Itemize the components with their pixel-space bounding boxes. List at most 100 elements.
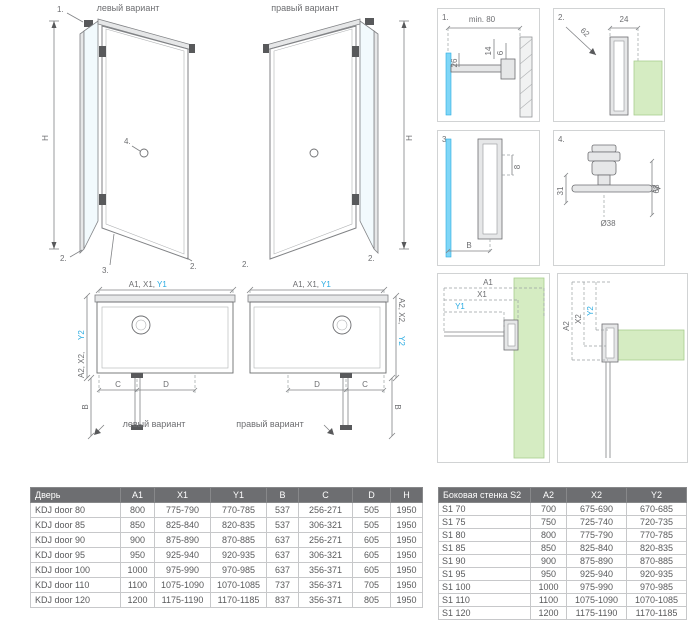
table-cell: 537 <box>266 502 299 518</box>
table-cell: 675-690 <box>566 502 627 516</box>
column-header: H <box>390 487 423 503</box>
column-header: Дверь <box>30 487 121 503</box>
detail-2-drawing: 2. 62 24 <box>558 13 663 116</box>
dim-38: Ø38 <box>600 219 616 228</box>
table-cell: 820-835 <box>210 517 267 533</box>
table-cell: S1 120 <box>438 606 531 620</box>
corner-y1-label: Y1 <box>455 302 465 311</box>
table-cell: 950 <box>120 547 155 563</box>
column-header: B <box>266 487 299 503</box>
table-cell: 970-985 <box>210 562 267 578</box>
dim-B: B <box>466 241 471 250</box>
table-cell: 256-271 <box>298 532 353 548</box>
table-cell: 1170-1185 <box>626 606 687 620</box>
table-cell: 925-940 <box>154 547 211 563</box>
detail-3-number: 3. <box>442 135 449 144</box>
table-cell: 1000 <box>120 562 155 578</box>
dim-26: 26 <box>450 58 459 67</box>
column-header: X2 <box>566 487 627 503</box>
dim-8: 8 <box>513 164 522 169</box>
table-cell: KDJ door 110 <box>30 577 121 593</box>
table-cell: S1 80 <box>438 528 531 542</box>
table-cell: 1950 <box>390 562 423 578</box>
callout-2: 2. <box>242 260 249 269</box>
table-cell: 925-940 <box>566 567 627 581</box>
corner-x1-label: X1 <box>477 290 487 299</box>
table-cell: 805 <box>352 592 391 608</box>
dim-24: 24 <box>620 15 629 24</box>
column-header: Боковая стенка S2 <box>438 487 531 503</box>
iso-right-drawing: H 2. 2. <box>242 18 414 269</box>
table-cell: 725-740 <box>566 515 627 529</box>
detail-3-drawing: 3. B 8 <box>442 135 522 258</box>
table-cell: 875-890 <box>154 532 211 548</box>
callout-3: 3. <box>102 266 109 275</box>
table-cell: 306-321 <box>298 547 353 563</box>
table-cell: 900 <box>120 532 155 548</box>
table-cell: KDJ door 100 <box>30 562 121 578</box>
corner-x2-label: X2 <box>574 314 583 324</box>
table-cell: 637 <box>266 547 299 563</box>
corner-detail-a2: A2 X2 Y2 <box>557 273 688 463</box>
dim-6: 6 <box>496 50 505 55</box>
table-cell: 505 <box>352 517 391 533</box>
table-cell: 505 <box>352 502 391 518</box>
callout-1: 1. <box>57 5 64 14</box>
corner-detail-a1: A1 X1 Y1 <box>437 273 550 463</box>
table-cell: 1075-1090 <box>566 593 627 607</box>
plan-right-drawing: A1, X1, Y1 A2, X2, Y2 D C B <box>246 280 406 440</box>
table-cell: S1 90 <box>438 554 531 568</box>
table-cell: KDJ door 85 <box>30 517 121 533</box>
callout-4: 4. <box>124 137 131 146</box>
table-cell: 1950 <box>390 532 423 548</box>
plan-left-top-dims: A1, X1, <box>129 280 155 289</box>
table-cell: 1950 <box>390 502 423 518</box>
table-cell: S1 110 <box>438 593 531 607</box>
table-cell: 605 <box>352 547 391 563</box>
corner-a1-label: A1 <box>483 278 493 287</box>
detail-box-1: 1. min. 80 26 14 6 <box>437 8 540 122</box>
column-header: Y1 <box>210 487 267 503</box>
column-header: D <box>352 487 391 503</box>
detail-box-2: 2. 62 24 <box>553 8 665 122</box>
detail-box-3: 3. B 8 <box>437 130 540 266</box>
table-cell: 770-785 <box>210 502 267 518</box>
table-cell: 875-890 <box>566 554 627 568</box>
table-cell: 1950 <box>390 592 423 608</box>
plan-left-b-dim: B <box>81 404 90 409</box>
table-cell: 705 <box>352 577 391 593</box>
table-cell: S1 85 <box>438 541 531 555</box>
table-cell: S1 75 <box>438 515 531 529</box>
plan-right-side-dims: A2, X2, <box>397 298 406 324</box>
table-cell: 837 <box>266 592 299 608</box>
detail-box-4: 4. 31 Ø38 68 <box>553 130 665 266</box>
detail-4-number: 4. <box>558 135 565 144</box>
plan-right-caption: правый вариант <box>236 419 304 429</box>
plan-left-side-dims: A2, X2, <box>77 352 86 378</box>
table-cell: 775-790 <box>154 502 211 518</box>
table-cell: 1950 <box>390 517 423 533</box>
dim-68: 68 <box>652 184 661 193</box>
table-cell: 356-371 <box>298 592 353 608</box>
callout-2: 2. <box>368 254 375 263</box>
table-cell: 306-321 <box>298 517 353 533</box>
table-cell: 700 <box>530 502 567 516</box>
table-cell: 1070-1085 <box>210 577 267 593</box>
table-cell: 1175-1190 <box>154 592 211 608</box>
corner-a2-drawing: A2 X2 Y2 <box>562 281 685 458</box>
table-cell: 1175-1190 <box>566 606 627 620</box>
detail-4-drawing: 4. 31 Ø38 68 <box>556 135 661 228</box>
